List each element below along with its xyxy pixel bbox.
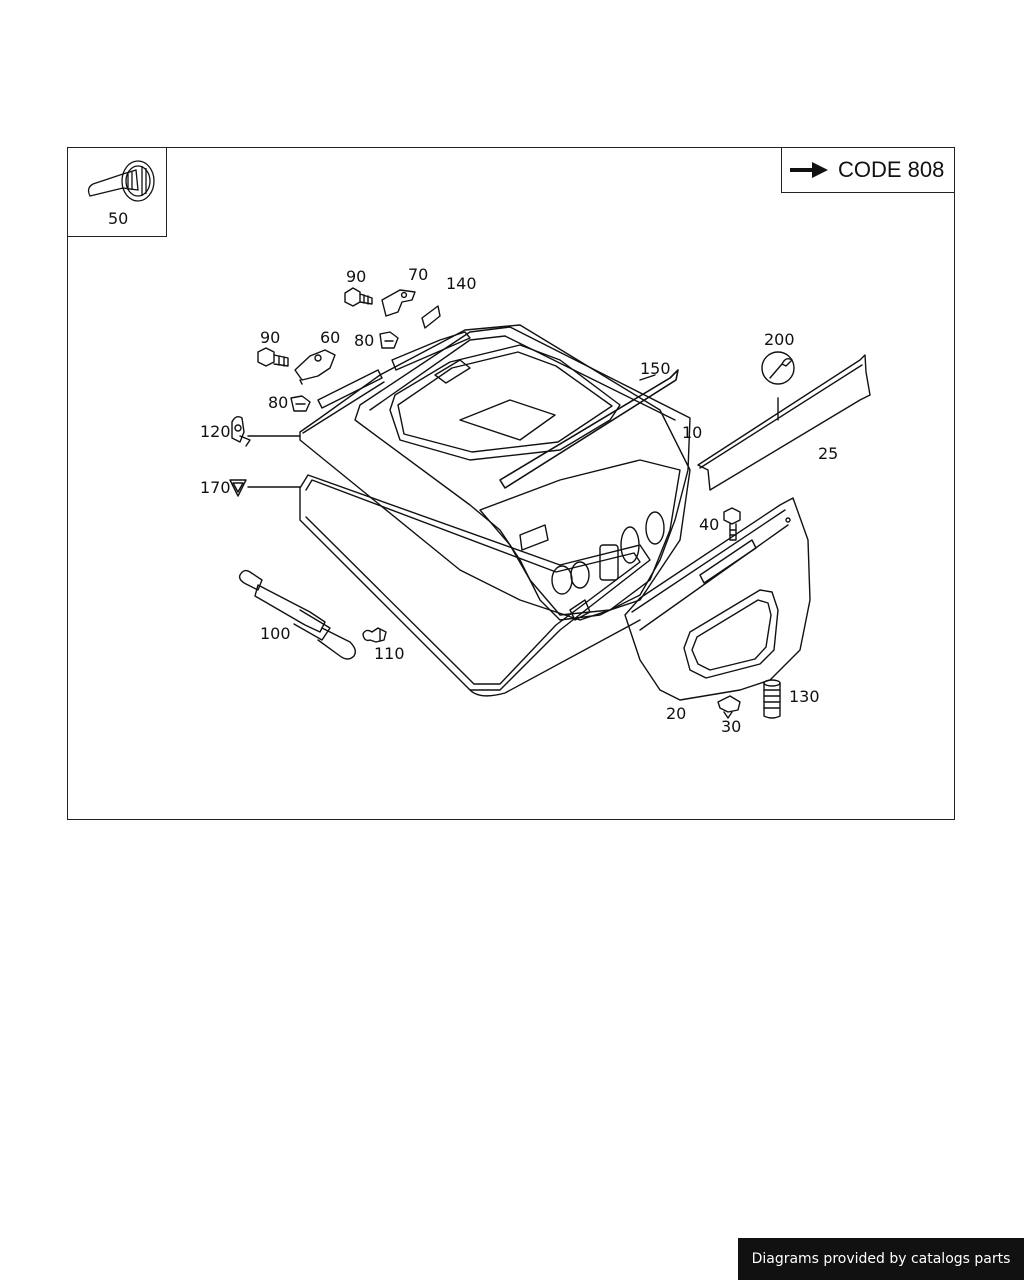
callout-150: 150: [640, 359, 671, 378]
bolt-40: [724, 508, 740, 524]
credit-text: Diagrams provided by catalogs parts: [751, 1251, 1011, 1267]
callout-100: 100: [260, 624, 291, 643]
callout-30: 30: [721, 717, 742, 736]
clip-120: [232, 417, 244, 442]
code-label: CODE 808: [838, 157, 945, 182]
diagram-frame: [67, 147, 955, 820]
tailgate-seal: [300, 325, 690, 620]
inset-label: 50: [108, 209, 129, 228]
spoiler-strip-150: [500, 370, 678, 488]
callout-90-lower: 90: [260, 328, 281, 347]
callout-25: 25: [818, 444, 839, 463]
callout-80-top: 80: [354, 331, 375, 350]
outer-seal-170: [300, 475, 650, 690]
seal-marker-170: [230, 480, 246, 496]
clip-30: [718, 696, 740, 712]
callout-10: 10: [682, 423, 703, 442]
buffer-130: [764, 680, 780, 718]
license-panel-20: [625, 498, 810, 700]
callout-70: 70: [408, 265, 429, 284]
bolt-90-lower: [258, 348, 274, 366]
ball-stud-110: [363, 628, 386, 642]
credit-banner[interactable]: Diagrams provided by catalogs parts: [738, 1238, 1024, 1280]
clip-80-top: [380, 332, 398, 348]
callout-200: 200: [764, 330, 795, 349]
callout-110: 110: [374, 644, 405, 663]
callout-140: 140: [446, 274, 477, 293]
inset-box-50: 50: [67, 147, 167, 237]
callout-40: 40: [699, 515, 720, 534]
callout-120: 120: [200, 422, 231, 441]
callout-130: 130: [789, 687, 820, 706]
clip-80-lower: [291, 396, 310, 411]
bolt-90-top: [345, 288, 360, 306]
trim-strip-25: [698, 355, 870, 490]
plate-recess: [684, 590, 778, 678]
callout-90-top: 90: [346, 267, 367, 286]
spline-shaft-icon: [68, 148, 168, 238]
arrow-right-icon: [790, 162, 828, 178]
gas-strut-100: [240, 571, 356, 659]
window-opening: [390, 345, 620, 460]
hinge-70: [382, 290, 415, 316]
tool-200: [762, 352, 794, 384]
callout-80-lower: 80: [268, 393, 289, 412]
plate-140: [422, 306, 440, 328]
callout-60: 60: [320, 328, 341, 347]
callout-20: 20: [666, 704, 687, 723]
code-box: CODE 808: [781, 147, 955, 193]
callout-170: 170: [200, 478, 231, 497]
hinge-60: [295, 350, 335, 380]
